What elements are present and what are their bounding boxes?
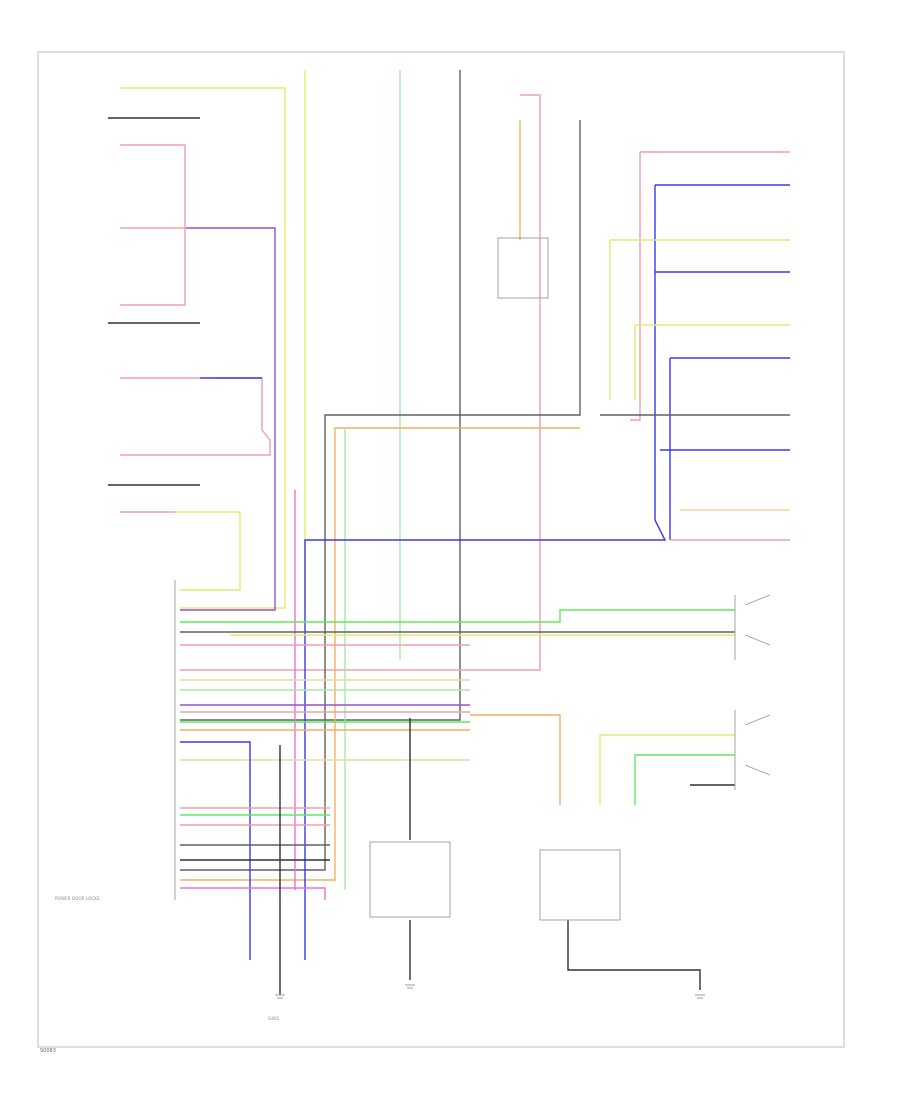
- ground-label: G401: [268, 1016, 280, 1021]
- lock-relay-2: [539, 849, 621, 921]
- wire-conn-green: [180, 609, 735, 623]
- lock-relay-1: [369, 841, 451, 918]
- ground-symbol-1: [275, 994, 285, 999]
- module-label: POWER DOOR LOCKS: [55, 896, 100, 901]
- diagram-frame: [37, 51, 845, 1048]
- wire-relay-3: [567, 920, 701, 990]
- wire-conn-pink3: [180, 887, 326, 900]
- wire-red-1: [120, 144, 186, 306]
- door-actuator-2: [734, 710, 771, 790]
- wire-act-green: [634, 754, 735, 805]
- wire-right-red-drop: [630, 152, 641, 421]
- wires: [108, 70, 790, 995]
- corner-code: S0083: [40, 1048, 56, 1054]
- door-lock-switch: [497, 237, 549, 299]
- door-actuator-1: [734, 594, 771, 660]
- wire-red-3: [120, 377, 271, 456]
- wire-conn-blue2: [180, 741, 251, 960]
- ground-symbol-3: [695, 994, 705, 999]
- ground-symbol-2: [405, 984, 415, 989]
- wire-col-3: [180, 70, 461, 721]
- wire-yellow-rear: [175, 511, 241, 591]
- wire-yellow-top: [120, 87, 286, 609]
- wire-violet-main: [180, 227, 276, 611]
- wire-right-blue-drop: [304, 185, 667, 960]
- components: [174, 237, 771, 999]
- wire-conn-orange-down: [470, 714, 561, 805]
- wire-col-4: [180, 94, 541, 671]
- wire-col-6: [180, 120, 581, 871]
- wire-col-7: [180, 427, 580, 881]
- wire-act-yellow: [599, 734, 735, 805]
